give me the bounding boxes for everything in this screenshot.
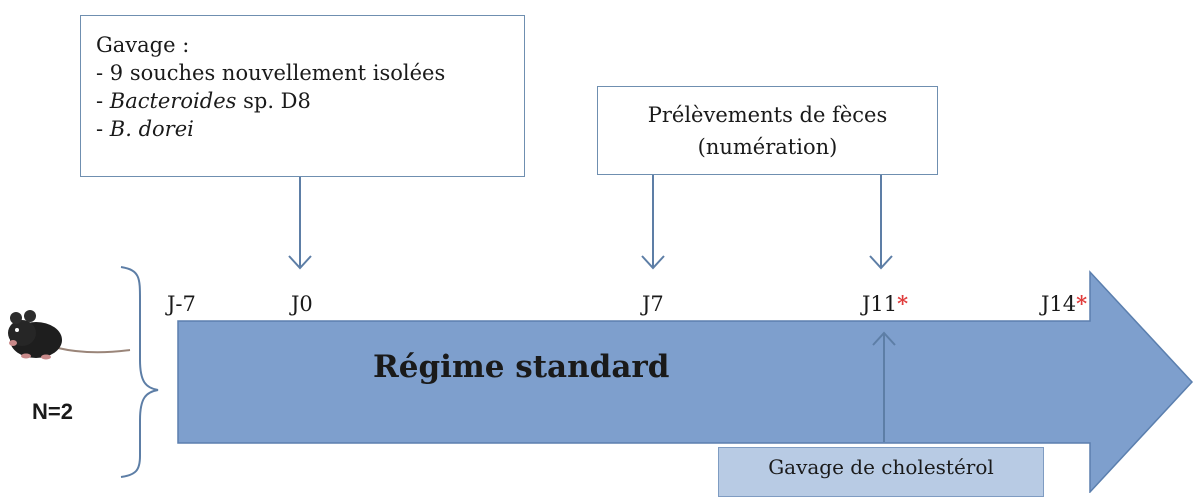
gavage-box: Gavage : - 9 souches nouvellement isolée… — [80, 15, 525, 177]
arrow-to-j0 — [288, 176, 312, 270]
day-j11-star: * — [897, 291, 909, 316]
gavage-line-2: - Bacteroides sp. D8 — [96, 89, 311, 113]
feces-box: Prélèvements de fèces (numération) — [597, 86, 938, 175]
cholesterol-box: Gavage de cholestérol — [718, 447, 1044, 497]
timeline-arrow — [177, 270, 1194, 493]
group-count: N=2 — [32, 399, 73, 424]
feces-line-1: Prélèvements de fèces — [647, 103, 888, 127]
day-label-j14: J14* — [1041, 291, 1088, 317]
arrow-cholesterol-up — [872, 331, 896, 442]
day-label-jminus7: J-7 — [167, 292, 196, 316]
arrow-to-j11 — [869, 174, 893, 270]
arrow-to-j7 — [641, 174, 665, 270]
day-j14-star: * — [1076, 291, 1088, 316]
mouse-image — [8, 310, 131, 360]
day-label-j11: J11* — [862, 291, 909, 317]
day-label-j0: J0 — [291, 292, 313, 316]
day-label-j7: J7 — [642, 292, 664, 316]
gavage-line-3: - B. dorei — [96, 117, 194, 141]
gavage-line-1: - 9 souches nouvellement isolées — [96, 61, 446, 85]
regime-label: Régime standard — [373, 349, 670, 385]
feces-line-2: (numération) — [697, 135, 838, 159]
gavage-heading: Gavage : — [96, 33, 190, 57]
group-brace — [120, 266, 159, 478]
cholesterol-label: Gavage de cholestérol — [768, 455, 994, 479]
